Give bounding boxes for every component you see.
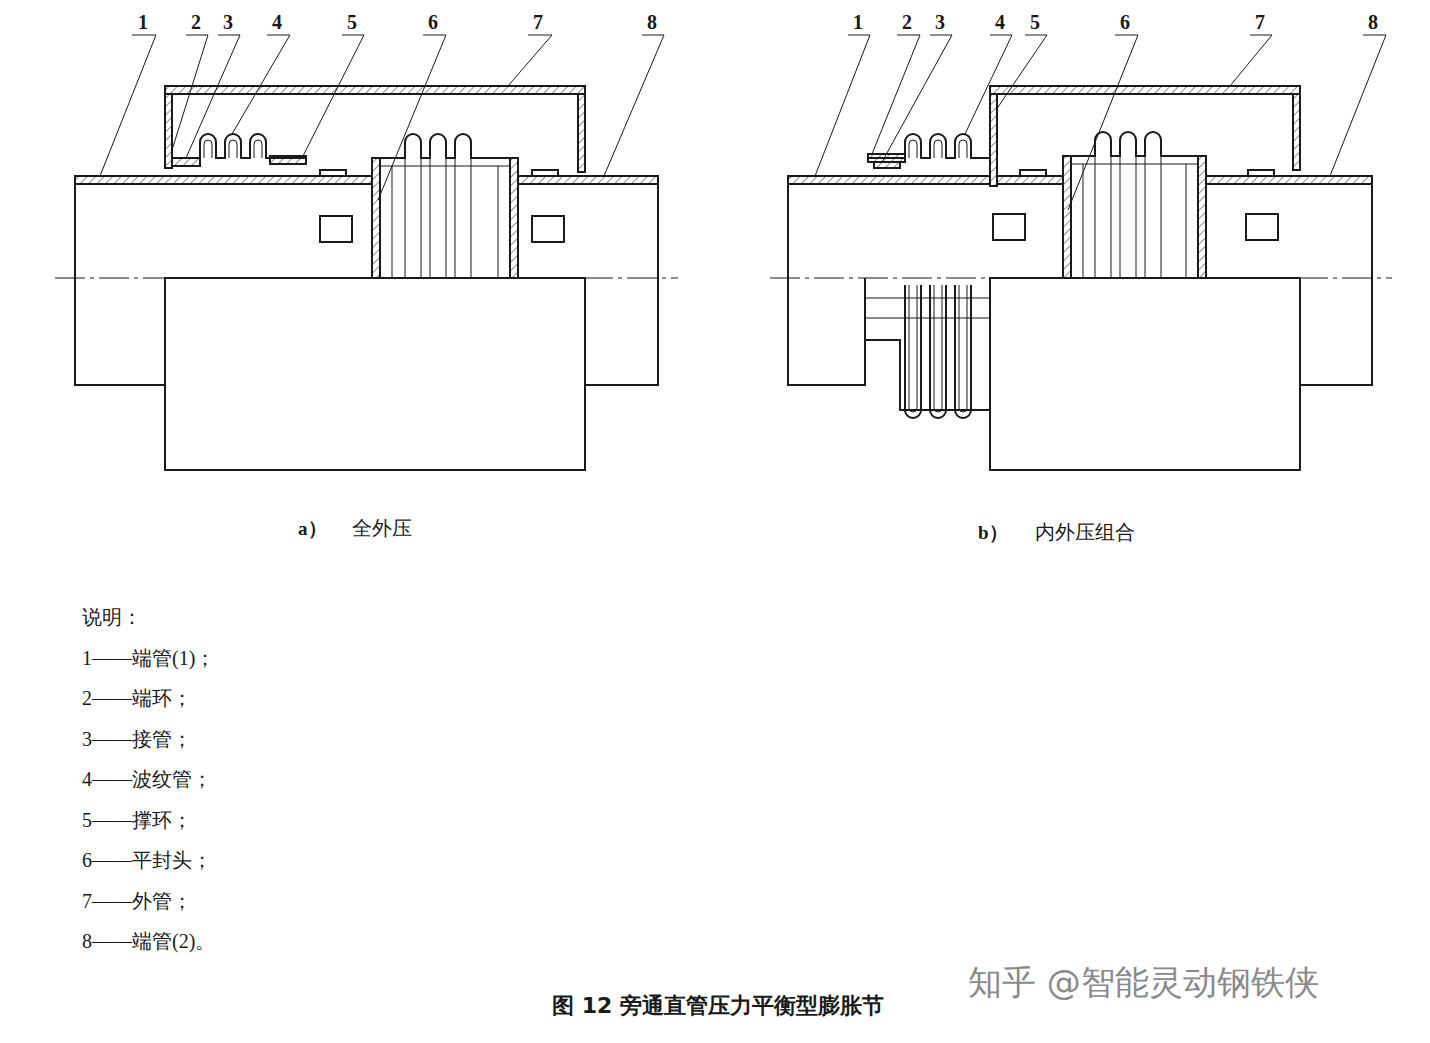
callout-number: 8: [647, 10, 657, 34]
subfigure-letter: a）: [298, 518, 327, 541]
subfigure-title: 全外压: [352, 516, 412, 540]
callout-number: 6: [1120, 10, 1130, 34]
callout-number: 6: [428, 10, 438, 34]
callout-number: 1: [138, 10, 148, 34]
key-entry: 4——波纹管；: [82, 767, 212, 791]
callout-number: 5: [347, 10, 357, 34]
key-entry: 7——外管；: [82, 889, 192, 913]
callout-number: 3: [935, 10, 945, 34]
callout-number: 3: [223, 10, 233, 34]
callout-number: 8: [1368, 10, 1378, 34]
key-entry: 3——接管；: [82, 727, 192, 751]
key-entry: 8——端管(2)。: [82, 929, 215, 953]
key-entry: 6——平封头；: [82, 848, 212, 872]
callout-number: 2: [191, 10, 201, 34]
callout-number: 2: [902, 10, 912, 34]
key-entry: 1——端管(1)；: [82, 646, 215, 670]
key-heading: 说明：: [82, 605, 142, 629]
key-entry: 5——撑环；: [82, 808, 192, 832]
subfigure-letter: b）: [978, 522, 1008, 545]
callout-number: 7: [533, 10, 543, 34]
subfigure-title: 内外压组合: [1035, 520, 1135, 544]
callout-number: 5: [1030, 10, 1040, 34]
figure-caption: 图 12 旁通直管压力平衡型膨胀节: [552, 993, 884, 1019]
callout-number: 4: [272, 10, 282, 34]
watermark: 知乎 @智能灵动钢铁侠: [968, 962, 1319, 1003]
callout-number: 1: [853, 10, 863, 34]
key-entry: 2——端环；: [82, 686, 192, 710]
callout-number: 4: [995, 10, 1005, 34]
callout-number: 7: [1255, 10, 1265, 34]
